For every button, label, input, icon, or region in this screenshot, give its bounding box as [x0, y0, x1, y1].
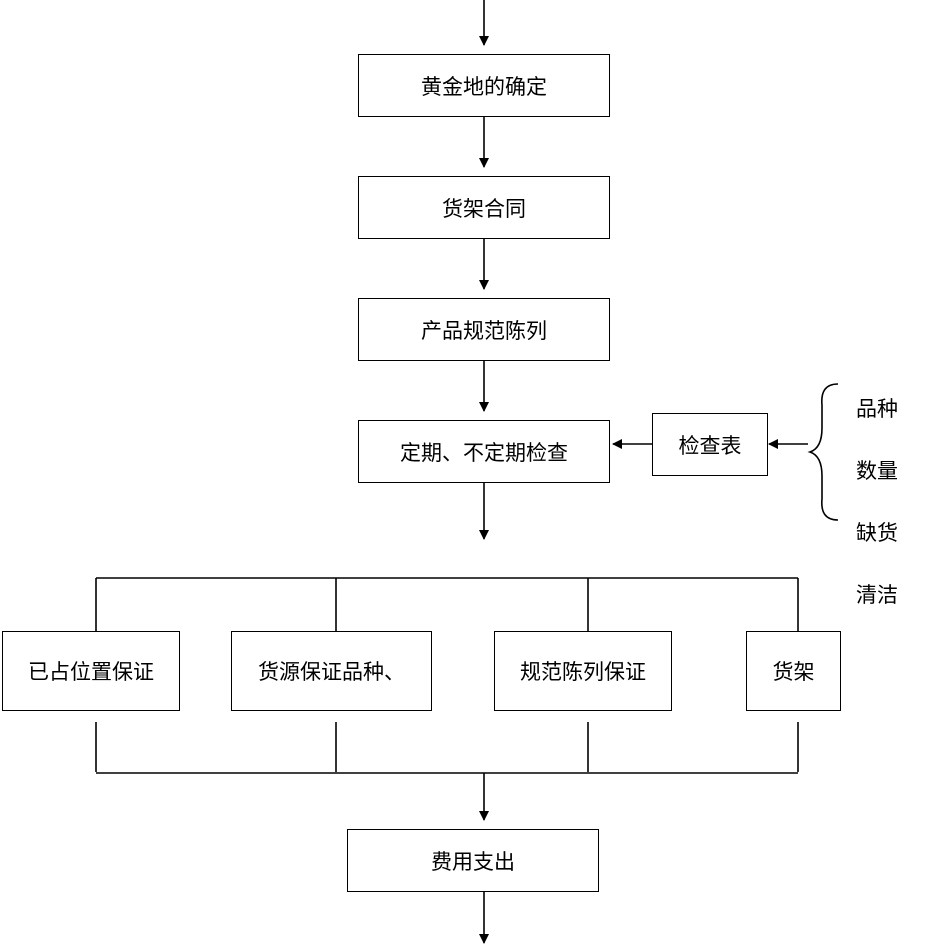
box-golden-location: 黄金地的确定 [358, 54, 610, 117]
box-supply-guarantee: 货源保证品种、 [231, 631, 432, 711]
box-shelf: 货架 [746, 631, 841, 711]
check-items-brace [807, 383, 839, 521]
box-shelf-contract: 货架合同 [358, 176, 610, 239]
box-inspection-label: 定期、不定期检查 [400, 440, 568, 465]
box-supply-guarantee-label: 货源保证品种、 [258, 660, 405, 684]
box-inspection: 定期、不定期检查 [358, 420, 610, 483]
box-product-display: 产品规范陈列 [358, 298, 610, 361]
check-item-cleaning: 清洁 [856, 583, 898, 607]
box-position-guarantee-label: 已占位置保证 [28, 660, 154, 684]
box-golden-location-label: 黄金地的确定 [421, 74, 547, 99]
box-display-guarantee-label: 规范陈列保证 [520, 660, 646, 684]
box-display-guarantee: 规范陈列保证 [494, 631, 672, 711]
box-checklist: 检查表 [652, 413, 768, 476]
box-shelf-contract-label: 货架合同 [442, 196, 526, 221]
box-checklist-label: 检查表 [678, 433, 742, 458]
check-item-stockout: 缺货 [856, 521, 898, 545]
box-expenses-label: 费用支出 [431, 849, 515, 874]
check-item-quantity: 数量 [856, 459, 898, 483]
box-position-guarantee: 已占位置保证 [2, 631, 180, 711]
check-item-variety: 品种 [856, 397, 898, 421]
box-expenses: 费用支出 [347, 829, 599, 892]
box-shelf-label: 货架 [772, 660, 815, 684]
box-product-display-label: 产品规范陈列 [421, 318, 547, 343]
